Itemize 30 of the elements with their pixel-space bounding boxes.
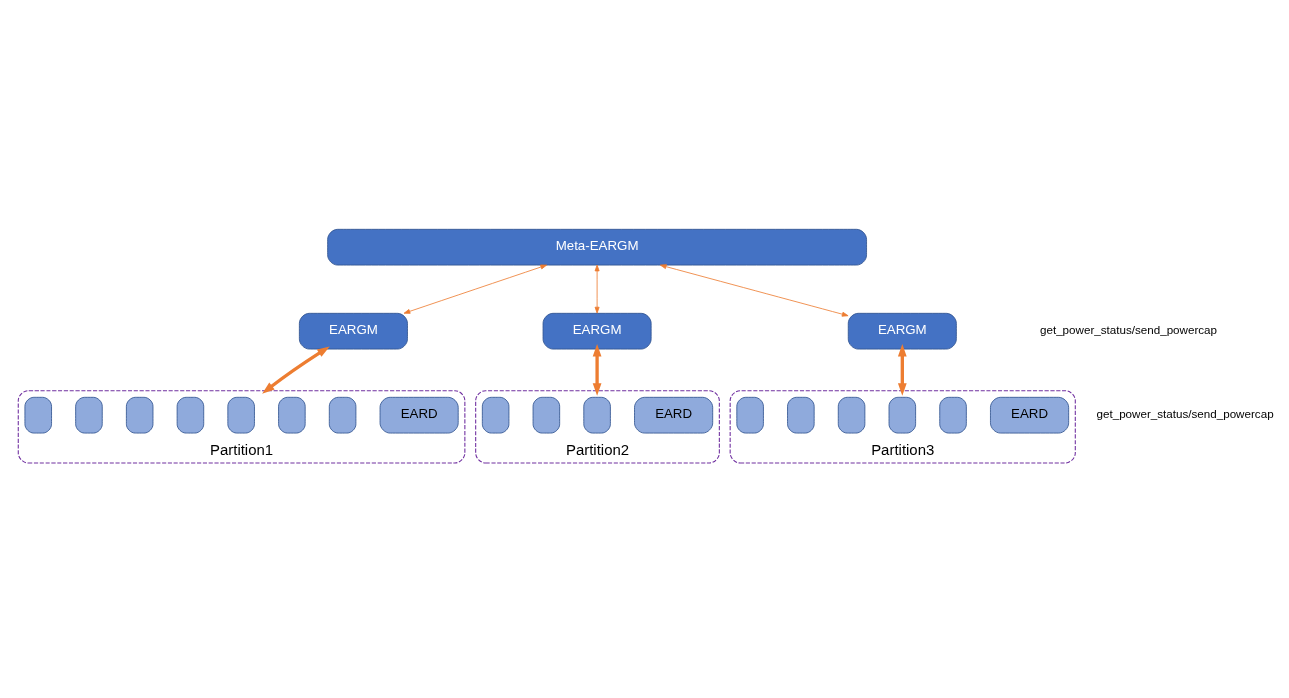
node-box: EARGM [542,312,652,349]
node-box [532,396,561,433]
node-box [939,396,967,433]
node-box: EARD [634,396,714,433]
node-box [787,396,815,433]
node-box [888,396,917,433]
arrow [403,264,548,314]
node-box [278,396,306,433]
arrow [659,263,849,317]
node-box: Meta-EARGM [327,228,867,265]
node-box [125,396,154,433]
node-box [75,396,103,433]
arrow [594,264,600,313]
node-box [837,396,866,433]
arrow [592,343,602,396]
arrow [897,343,907,396]
label: get_power_status/send_powercap [1096,406,1274,420]
node-box: EARGM [847,312,957,349]
node-box [736,396,764,433]
node-box [583,396,611,433]
node-box: EARD [990,396,1070,433]
node-box: EARGM [298,312,408,349]
node-box [24,396,52,433]
node-box: EARD [379,396,459,433]
node-box [328,396,357,433]
node-box [227,396,255,433]
node-box [176,396,205,433]
label: get_power_status/send_powercap [1039,322,1218,336]
arrow [262,345,330,394]
node-box [481,396,510,433]
